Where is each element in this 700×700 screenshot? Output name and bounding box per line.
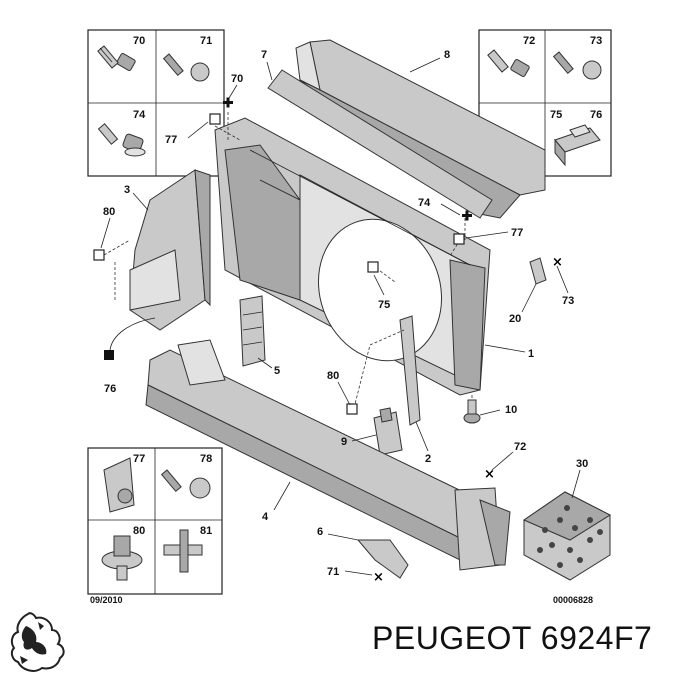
- callout-30: 30: [576, 458, 588, 470]
- part-2-side-strip: [399, 315, 421, 426]
- fastener-box-bottom-left: 77 78 80 81: [87, 447, 223, 595]
- clip-81-icon: [163, 529, 203, 573]
- callout-70-box: 70: [133, 35, 145, 47]
- date-code: 09/2010: [90, 595, 123, 605]
- part-5-bracket: [239, 295, 266, 367]
- callout-81-box: 81: [200, 525, 212, 537]
- callout-2: 2: [425, 453, 431, 465]
- callout-75: 75: [378, 299, 390, 311]
- callout-74-box: 74: [133, 109, 146, 121]
- part-title: PEUGEOT 6924F7: [372, 620, 653, 656]
- callout-78-box: 78: [200, 453, 212, 465]
- part-3-left-shroud: [129, 169, 211, 331]
- callout-77-box: 77: [133, 453, 145, 465]
- cross-mark-74-icon: [462, 210, 472, 221]
- part-7-seal-strip: [267, 69, 493, 219]
- x-mark-72-icon: ×: [484, 467, 495, 482]
- part-9-clip: [373, 407, 403, 456]
- callout-80-box: 80: [133, 525, 145, 537]
- peugeot-lion-logo-icon: [10, 612, 65, 672]
- callout-72-box: 72: [523, 35, 535, 47]
- callout-9: 9: [341, 436, 347, 448]
- callout-71: 71: [327, 566, 339, 578]
- clip-75-76-icon: [554, 124, 601, 167]
- callout-3: 3: [124, 184, 130, 196]
- drawing-reference: 00006828: [553, 595, 593, 605]
- callout-10: 10: [505, 404, 517, 416]
- screw-73-icon: [552, 51, 602, 80]
- callout-1: 1: [528, 348, 534, 360]
- assembly-lines: [103, 112, 473, 409]
- callout-5: 5: [274, 365, 280, 377]
- x-mark-73-icon: ×: [552, 255, 563, 270]
- bolt-70-icon: [97, 45, 136, 71]
- callout-73-box: 73: [590, 35, 602, 47]
- bolt-74-icon: [97, 123, 146, 157]
- callout-4: 4: [262, 511, 269, 523]
- cross-mark-70-icon: [223, 97, 233, 108]
- callout-76: 76: [104, 383, 116, 395]
- callout-8: 8: [444, 49, 450, 61]
- cable-76: [104, 317, 156, 360]
- leader-lines: [100, 57, 581, 576]
- callout-70: 70: [231, 73, 243, 85]
- callout-74: 74: [418, 197, 431, 209]
- callout-7: 7: [261, 49, 267, 61]
- callout-76-box: 76: [590, 109, 602, 121]
- part-4-bumper-beam: [145, 339, 511, 571]
- callout-80a: 80: [103, 206, 115, 218]
- callout-20: 20: [509, 313, 521, 325]
- part-20-bracket: [529, 257, 547, 285]
- fastener-markers: × × ×: [93, 97, 563, 585]
- callout-77b: 77: [511, 227, 523, 239]
- callout-75-box: 75: [550, 109, 562, 121]
- screw-78-icon: [160, 469, 211, 499]
- part-30-clip-kit: [522, 491, 612, 581]
- part-6-bracket: [356, 539, 409, 579]
- callout-73: 73: [562, 295, 574, 307]
- callout-80b: 80: [327, 370, 339, 382]
- fastener-box-top-left: 70 71 74: [87, 29, 225, 177]
- callout-77a: 77: [165, 134, 177, 146]
- callout-71-box: 71: [200, 35, 212, 47]
- clip-77-icon: [103, 457, 135, 513]
- callout-6: 6: [317, 526, 323, 538]
- push-rivet-80-icon: [101, 535, 143, 581]
- x-mark-71-icon: ×: [373, 570, 384, 585]
- screw-71-icon: [162, 53, 210, 82]
- callout-72: 72: [514, 441, 526, 453]
- part-10-rubber-mount: [463, 399, 481, 424]
- callouts: 7 8 70 77 3 80 76 74 77 75 20 73 1 5 80 …: [103, 49, 588, 578]
- bolt-72-icon: [487, 49, 530, 77]
